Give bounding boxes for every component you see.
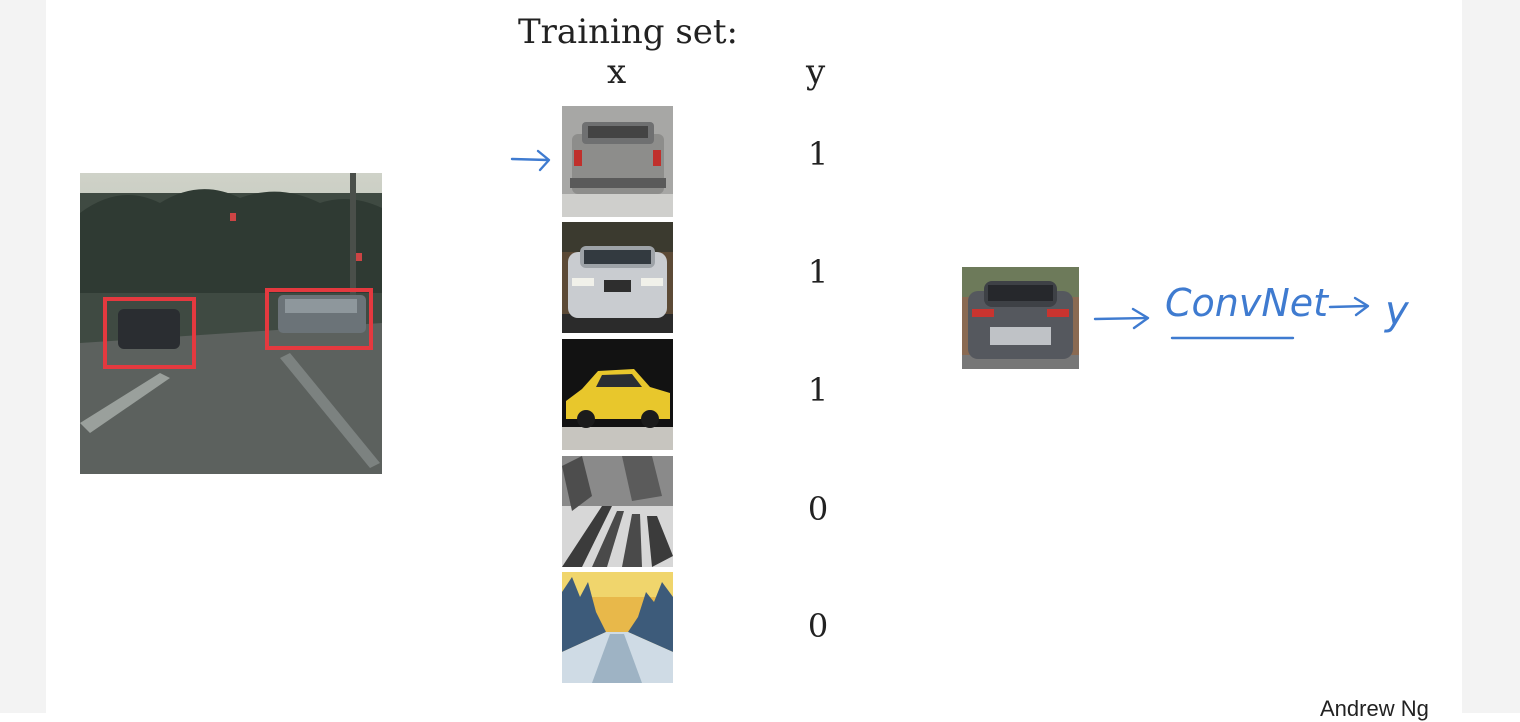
- convnet-label: ConvNet: [1165, 281, 1330, 325]
- training-image-suv: [562, 222, 673, 333]
- label-row-3: 1: [807, 371, 829, 409]
- output-arrow-icon: [1328, 296, 1370, 317]
- input-arrow-icon: [1093, 307, 1150, 330]
- training-image-pickup-truck: [562, 106, 673, 217]
- label-row-4: 0: [807, 490, 829, 528]
- road-scene-image: [80, 173, 382, 474]
- training-image-snowy-road: [562, 456, 673, 567]
- training-set-heading: Training set:: [518, 12, 739, 52]
- column-y-header: y: [806, 52, 826, 92]
- detection-box-right: [265, 288, 373, 350]
- author-credit: Andrew Ng: [1320, 696, 1429, 721]
- training-image-yellow-car: [562, 339, 673, 450]
- pointer-arrow-icon: [510, 149, 551, 172]
- right-margin: [1462, 0, 1520, 713]
- training-image-winter-road: [562, 572, 673, 683]
- label-row-2: 1: [807, 253, 829, 291]
- detection-box-left: [103, 297, 196, 369]
- column-x-header: x: [607, 52, 627, 92]
- left-margin: [0, 0, 46, 713]
- test-car-image: [962, 267, 1079, 369]
- output-label: y: [1384, 288, 1410, 334]
- label-row-1: 1: [807, 135, 829, 173]
- label-row-5: 0: [807, 607, 829, 645]
